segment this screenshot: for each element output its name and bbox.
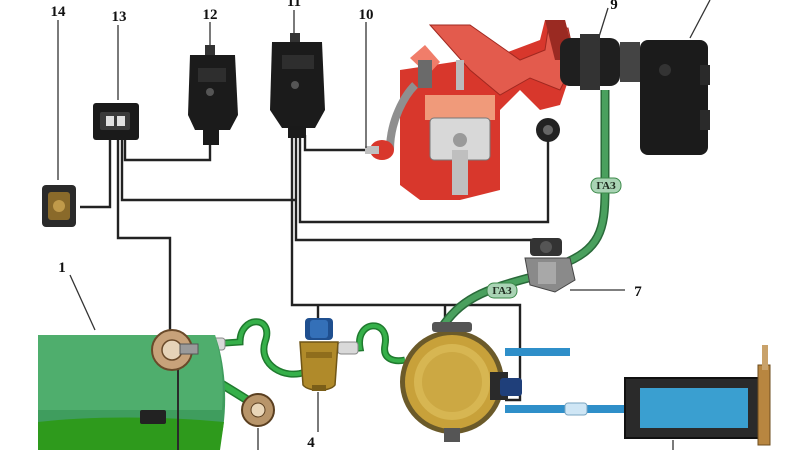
leader-9 [597,7,609,41]
reducer-solenoid [500,378,522,396]
gas-label-lower: ГАЗ [492,285,511,297]
callout-1: 1 [58,260,66,276]
wire-13-to-tank [116,140,172,342]
pipes [187,90,625,416]
heater-radiator [624,345,771,446]
leader-lines [57,0,711,450]
gas-injector-10 [365,82,418,160]
wire-main-horizontal [120,140,295,202]
air-filter-box [640,40,708,155]
gas-cutoff-valve [299,318,339,391]
wire-13-to-14 [80,140,112,209]
callout-7: 7 [634,284,642,300]
map-sensor [536,118,560,142]
tank-level-gauge [140,410,166,424]
wire-11-to-10 [303,135,372,152]
injector-valve-7 [524,238,576,293]
callout-12: 12 [203,7,218,23]
emulator-12 [188,45,238,145]
callout-11: 11 [287,0,301,10]
air-intake-9 [560,34,710,155]
callout-numbers: 14 13 12 11 10 9 1 4 7 [51,0,643,450]
wire-11-to-reducer [290,135,522,402]
leader-1 [69,274,96,331]
pipe-labels: ГАЗ ГАЗ [486,177,622,299]
wire-11-to-sensor [298,135,550,224]
tank-multivalve [151,329,199,371]
gas-hose-reducer-to-valve [436,270,542,333]
fitting-reducer-inlet [337,341,359,355]
component-14 [42,185,76,227]
reducer-evaporator [400,322,522,442]
tank-liquid [38,417,224,450]
coolant-pipe-upper [505,348,570,356]
callout-9: 9 [610,0,618,13]
ecu-11 [270,33,325,138]
leader-8 [689,0,711,39]
callout-14: 14 [51,4,67,20]
callout-13: 13 [112,9,127,25]
callout-4: 4 [307,435,315,450]
filling-valve [241,393,275,427]
gas-label-upper: ГАЗ [596,180,615,192]
callout-10: 10 [359,7,374,23]
fuel-switch-13 [93,103,139,140]
engine-cutaway [400,20,576,200]
wire-13-to-12 [123,140,212,162]
wire-11-to-valve7 [294,135,545,242]
